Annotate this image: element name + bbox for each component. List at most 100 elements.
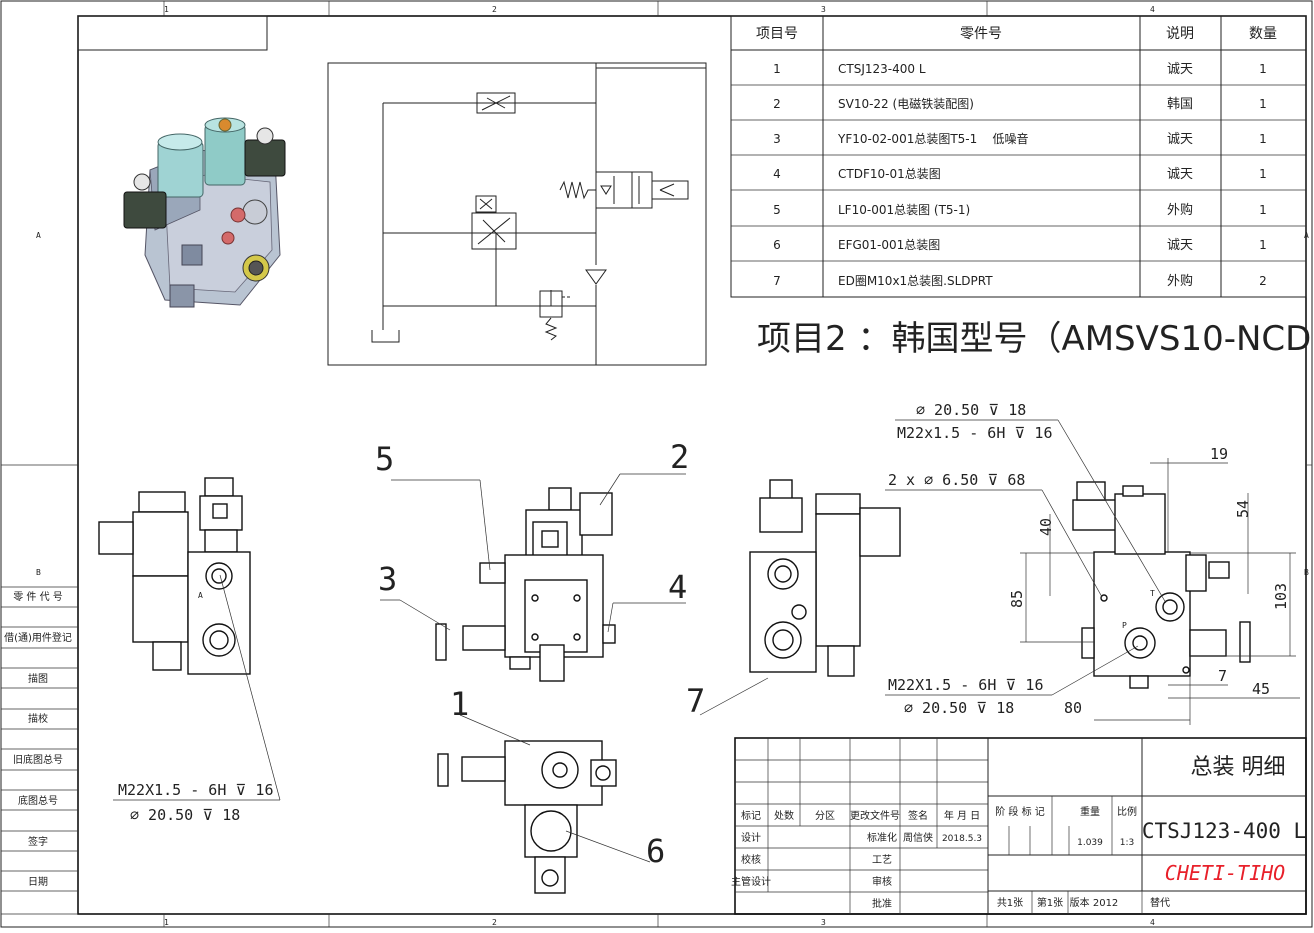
- isometric-view: [123, 117, 286, 308]
- left-view: A M22X1.5 - 6H ⊽ 16 ∅ 20.50 ⊽ 18: [98, 477, 281, 824]
- bom-header-desc: 说明: [1166, 26, 1194, 42]
- bom-desc: 韩国: [1167, 97, 1193, 112]
- side-label-trace: 描图: [28, 672, 48, 685]
- bom-header-qty: 数量: [1249, 26, 1277, 42]
- side-label-signature: 签字: [28, 835, 48, 848]
- drawing-title: 总装 明细: [1191, 755, 1286, 780]
- design-date: 2018.5.3: [942, 834, 982, 844]
- right-callout-bore-top: ∅ 20.50 ⊽ 18: [916, 401, 1026, 419]
- bom-qty: 1: [1259, 203, 1267, 217]
- bom-part-no: ED圈M10x1总装图.SLDPRT: [838, 274, 993, 288]
- balloon-5: 5: [375, 440, 394, 478]
- bom-desc: 诚天: [1167, 62, 1193, 77]
- rev-header-doc: 更改文件号: [850, 809, 900, 822]
- bom-row: 6 EFG01-001总装图 诚天 1: [773, 238, 1267, 253]
- right-callout-thread-bottom: M22X1.5 - 6H ⊽ 16: [888, 676, 1043, 694]
- zone-row-b-right: B: [1304, 568, 1309, 577]
- port-t-label: T: [1150, 589, 1155, 598]
- drawing-number: CTSJ123-400 L: [1142, 819, 1306, 843]
- role-review: 审核: [872, 875, 892, 888]
- weight-value: 1.039: [1077, 838, 1103, 848]
- bom-qty: 1: [1259, 167, 1267, 181]
- side-label-part-code: 零 件 代 号: [13, 591, 63, 603]
- role-standard: 标准化: [867, 831, 897, 844]
- balloon-6: 6: [646, 832, 665, 870]
- balloon-7: 7: [686, 682, 705, 720]
- zone-col-4-top: 4: [1150, 5, 1155, 14]
- bom-part-no: LF10-001总装图 (T5-1): [838, 203, 970, 217]
- bom-item-no: 6: [773, 238, 781, 252]
- side-register: 零 件 代 号 借(通)用件登记 描图 描校 旧底图总号 底图总号 签字 日期: [1, 586, 78, 915]
- role-process: 工艺: [872, 854, 892, 866]
- side-label-date: 日期: [28, 876, 48, 888]
- role-approve: 批准: [872, 897, 892, 910]
- port-p-label: P: [1122, 621, 1127, 630]
- bottom-view: 1 6: [437, 685, 665, 894]
- top-left-box: [77, 15, 268, 51]
- bom-row: 1 CTSJ123-400 L 诚天 1: [773, 62, 1267, 77]
- bom-part-no: SV10-22 (电磁铁装配图): [838, 96, 974, 111]
- bom-desc: 诚天: [1167, 167, 1193, 182]
- title-block: 总装 明细 CTSJ123-400 L CHETI-TIHO 标记 处数 分区 …: [731, 737, 1307, 915]
- rev-header-date: 年 月 日: [944, 809, 980, 822]
- sheet-number: 第1张: [1037, 896, 1063, 909]
- zone-col-3-top: 3: [821, 5, 826, 14]
- bom-desc: 诚天: [1167, 238, 1193, 253]
- bom-row: 5 LF10-001总装图 (T5-1) 外购 1: [773, 202, 1267, 218]
- dimension-view: T P ∅ 20.50 ⊽ 18 M22x1.5 - 6H ⊽ 16 2 x ∅…: [885, 401, 1300, 725]
- balloon-4: 4: [668, 568, 687, 606]
- zone-row-a-left: A: [36, 231, 41, 240]
- role-check: 校核: [741, 853, 761, 866]
- rev-header-sign: 签名: [908, 809, 928, 822]
- scale-value: 1:3: [1120, 838, 1134, 848]
- bom-part-no: CTSJ123-400 L: [838, 62, 926, 76]
- bom-item-no: 7: [773, 274, 781, 288]
- bom-qty: 2: [1259, 274, 1267, 288]
- dim-45: 45: [1252, 680, 1270, 698]
- bom-part-no: CTDF10-01总装图: [838, 167, 941, 181]
- bom-item-no: 4: [773, 167, 781, 181]
- right-side-view: 7: [686, 479, 901, 720]
- left-callout-thread: M22X1.5 - 6H ⊽ 16: [118, 781, 273, 799]
- side-label-trace-check: 描校: [28, 712, 48, 725]
- side-label-borrow: 借(通)用件登记: [4, 631, 72, 644]
- bom-table: 项目号 零件号 说明 数量 1 CTSJ123-400 L 诚天 1 2 SV1…: [730, 15, 1307, 298]
- dim-85: 85: [1008, 590, 1026, 608]
- bom-row: 4 CTDF10-01总装图 诚天 1: [773, 167, 1267, 182]
- stage-label: 阶 段 标 记: [995, 805, 1045, 818]
- bom-row: 2 SV10-22 (电磁铁装配图) 韩国 1: [773, 96, 1267, 112]
- bom-qty: 1: [1259, 238, 1267, 252]
- port-a-label: A: [198, 591, 203, 600]
- balloon-2: 2: [670, 438, 689, 476]
- designer-name: 周信侠: [903, 831, 933, 844]
- sheets-total: 共1张: [997, 897, 1023, 909]
- left-callout-bore: ∅ 20.50 ⊽ 18: [130, 806, 240, 824]
- bom-desc: 外购: [1167, 273, 1193, 289]
- rev-header-zone: 分区: [815, 810, 835, 822]
- zone-col-1-bottom: 1: [164, 918, 169, 927]
- hydraulic-schematic: [327, 62, 707, 366]
- zone-col-2-bottom: 2: [492, 918, 497, 927]
- bom-part-no: YF10-02-001总装图T5-1 低噪音: [837, 131, 1029, 146]
- company-name: CHETI-TIHO: [1165, 861, 1285, 885]
- bom-desc: 诚天: [1167, 132, 1193, 147]
- dim-54: 54: [1234, 500, 1252, 518]
- dim-40: 40: [1037, 518, 1055, 536]
- bom-item-no: 3: [773, 132, 781, 146]
- role-design: 设计: [741, 831, 761, 844]
- dim-80: 80: [1064, 699, 1082, 717]
- side-label-old-master: 旧底图总号: [13, 753, 63, 766]
- dim-103: 103: [1272, 583, 1290, 610]
- right-callout-bore-bottom: ∅ 20.50 ⊽ 18: [904, 699, 1014, 717]
- bom-qty: 1: [1259, 97, 1267, 111]
- bom-part-no: EFG01-001总装图: [838, 238, 940, 252]
- bom-header-item: 项目号: [756, 26, 798, 42]
- right-callout-holes: 2 x ∅ 6.50 ⊽ 68: [888, 471, 1025, 489]
- bom-row: 3 YF10-02-001总装图T5-1 低噪音 诚天 1: [773, 131, 1267, 147]
- version: 版本 2012: [1070, 896, 1119, 909]
- bom-item-no: 5: [773, 203, 781, 217]
- replace-label: 替代: [1150, 896, 1170, 909]
- right-callout-thread-top: M22x1.5 - 6H ⊽ 16: [897, 424, 1052, 442]
